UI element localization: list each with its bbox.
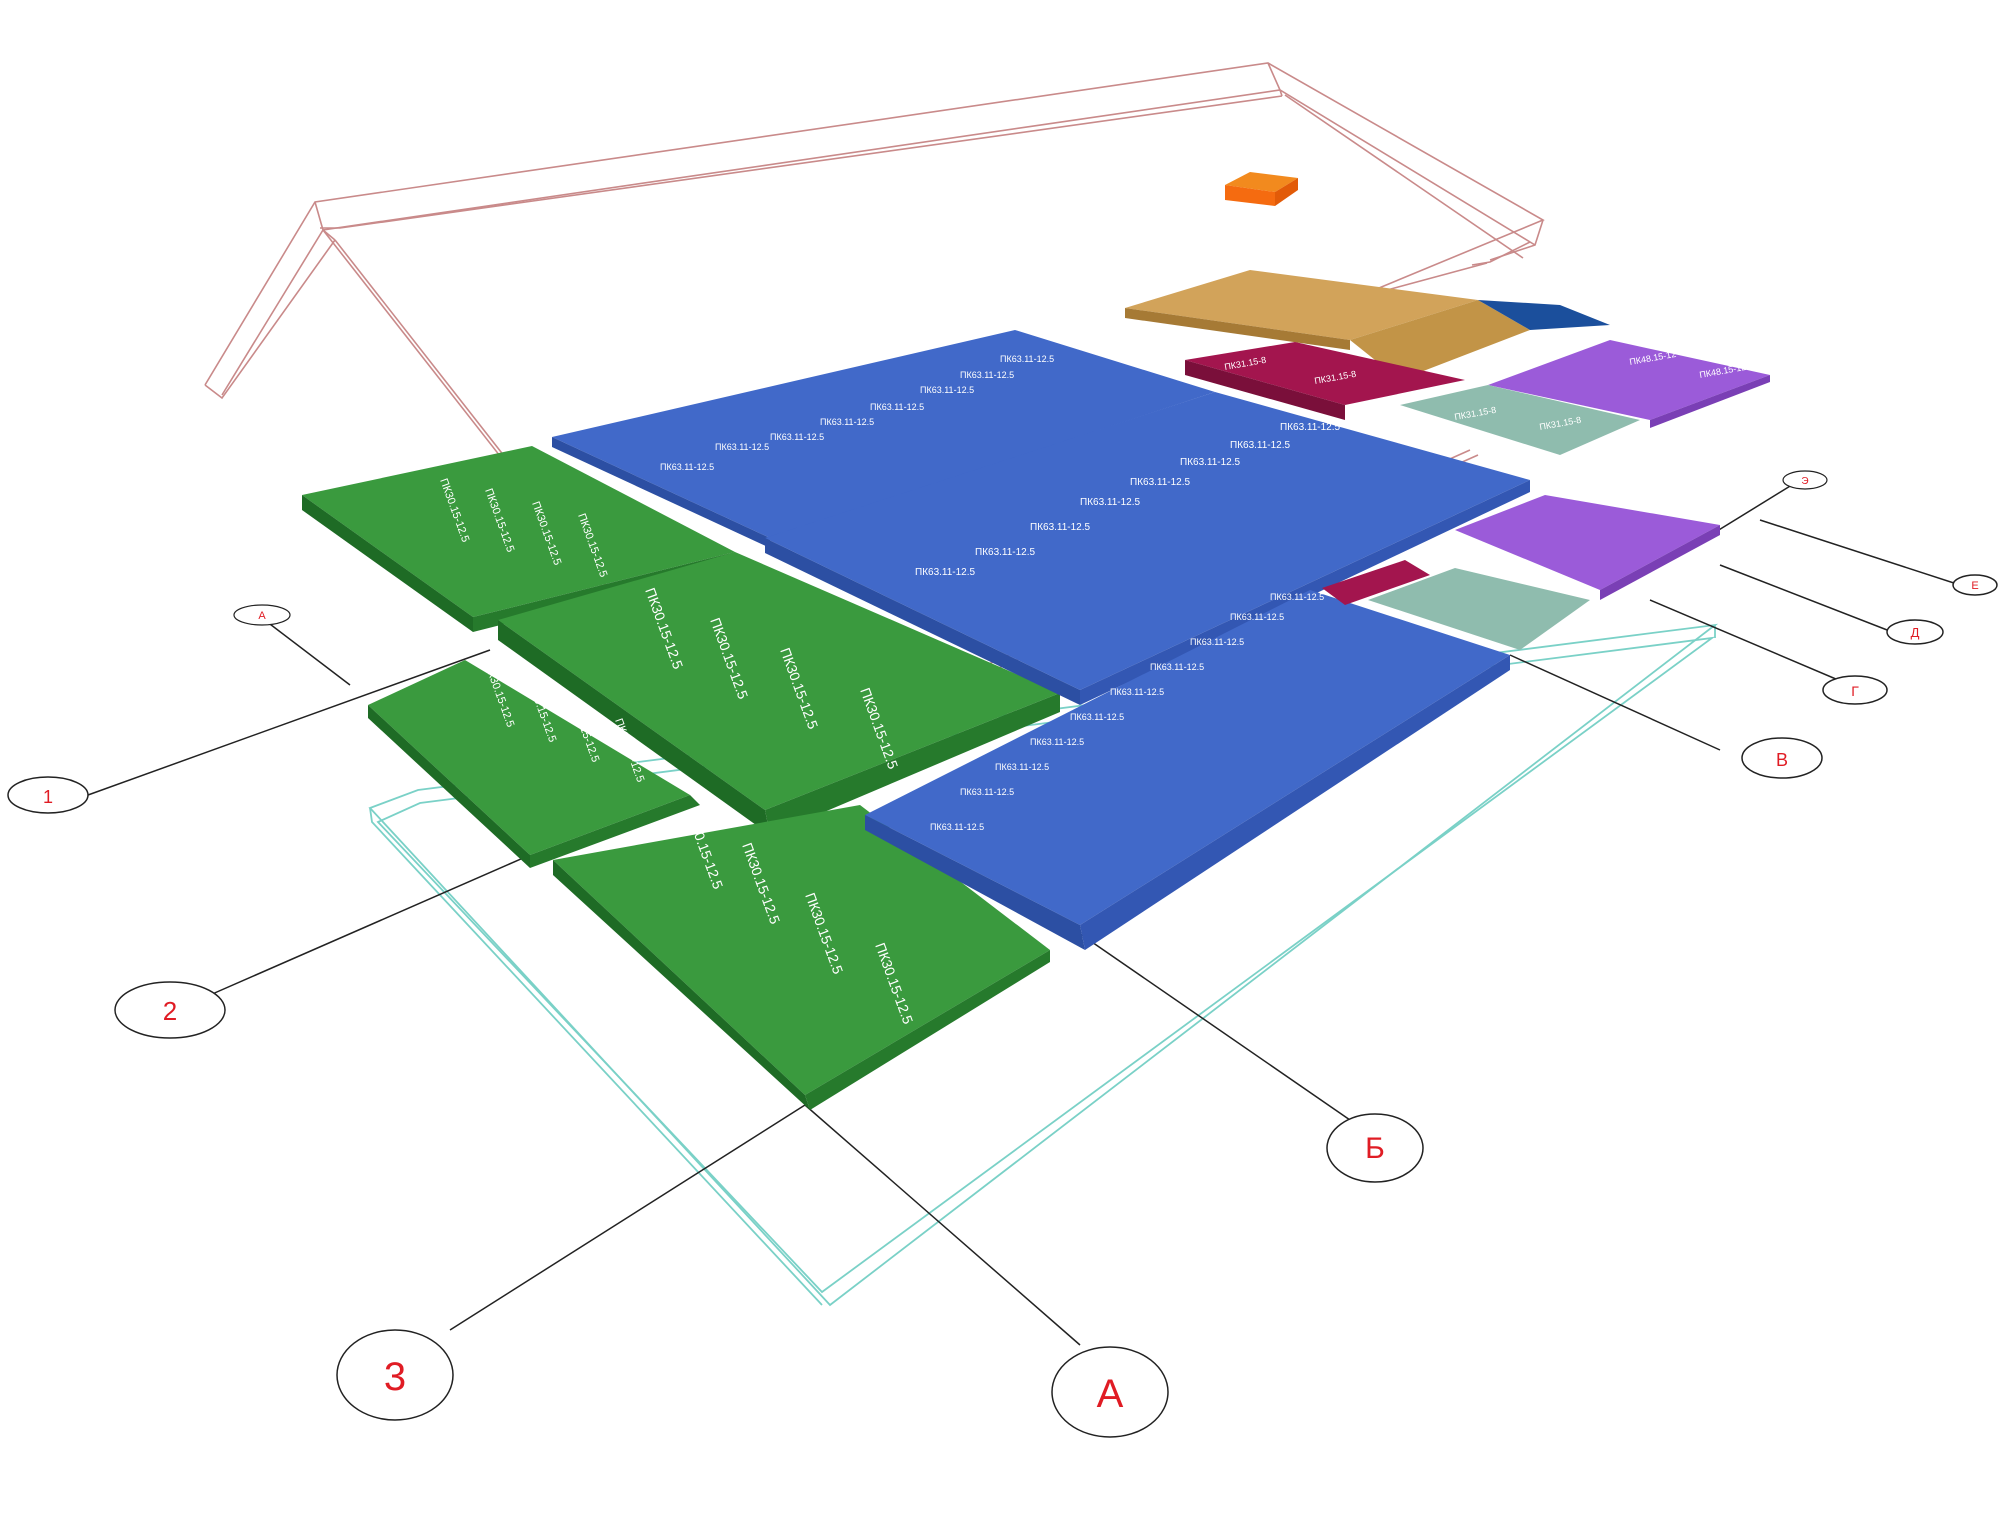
blue-slab-lower-label: ПК63.11-12.5 [1110, 687, 1164, 697]
blue-slab-mid: ПК63.11-12.5 ПК63.11-12.5 ПК63.11-12.5 П… [765, 392, 1530, 705]
svg-text:В: В [1776, 750, 1788, 770]
axis-marker-2: 2 [114, 981, 226, 1039]
blue-slab-upper-label: ПК63.11-12.5 [920, 385, 974, 395]
blue-slab-mid-label: ПК63.11-12.5 [1130, 477, 1191, 488]
svg-text:Б: Б [1365, 1132, 1385, 1165]
blue-slab-mid-label: ПК63.11-12.5 [915, 567, 976, 578]
green-slab-3: ПК30.15-12.5 ПК30.15-12.5 ПК30.15-12.5 П… [368, 660, 700, 868]
axis-marker-letter-g: Г [1822, 675, 1888, 705]
foundation-outline [368, 623, 1719, 1307]
blue-slab-upper-label: ПК63.11-12.5 [960, 370, 1014, 380]
blue-slab-lower-label: ПК63.11-12.5 [1030, 737, 1084, 747]
axis-markers: 1 2 3 А Б В Г Д [7, 470, 1998, 1438]
blue-slab-mid-label: ПК63.11-12.5 [1230, 440, 1291, 451]
svg-text:А: А [1097, 1372, 1124, 1416]
blue-slab-mid-label: ПК63.11-12.5 [1280, 422, 1341, 433]
svg-text:Е: Е [1971, 580, 1978, 592]
blue-slab-group: ПК63.11-12.5 ПК63.11-12.5 ПК63.11-12.5 П… [552, 330, 1530, 950]
axis-lines [87, 479, 1961, 1346]
blue-slab-lower-label: ПК63.11-12.5 [1190, 637, 1244, 647]
blue-slab-lower: ПК63.11-12.5 ПК63.11-12.5 ПК63.11-12.5 П… [865, 590, 1510, 950]
axis-marker-top-e: Э [1782, 470, 1828, 490]
purple-slab-lower [1455, 495, 1720, 600]
purple-slab-upper: ПК48.15-12 ПК48.15-12 [1488, 340, 1770, 428]
svg-text:3: 3 [384, 1355, 406, 1399]
svg-text:2: 2 [163, 996, 177, 1026]
axis-marker-letter-a: А [1051, 1346, 1169, 1438]
blue-slab-lower-label: ПК63.11-12.5 [960, 787, 1014, 797]
blue-slab-lower-label: ПК63.11-12.5 [1150, 662, 1204, 672]
svg-text:Э: Э [1801, 476, 1808, 487]
blue-slab-upper-label: ПК63.11-12.5 [660, 462, 714, 472]
blue-slab-lower-label: ПК63.11-12.5 [1270, 592, 1324, 602]
blue-slab-upper-label: ПК63.11-12.5 [715, 442, 769, 452]
axis-marker-letter-d: Д [1886, 619, 1944, 645]
blue-slab-upper-label: ПК63.11-12.5 [1000, 354, 1054, 364]
blue-slab-lower-label: ПК63.11-12.5 [995, 762, 1049, 772]
green-slab-group: ПК30.15-12.5 ПК30.15-12.5 ПК30.15-12.5 П… [302, 446, 1060, 1110]
blue-slab-lower-label: ПК63.11-12.5 [930, 822, 984, 832]
blue-slab-mid-label: ПК63.11-12.5 [1180, 457, 1241, 468]
upper-right-slab-cluster: ПК31.15-8 ПК31.15-8 ПК48.15-12 ПК48.15-1… [1125, 270, 1770, 455]
blue-slab-mid-label: ПК63.11-12.5 [975, 547, 1036, 558]
axis-marker-letter-e: Е [1952, 574, 1998, 596]
lower-right-slab-cluster [1322, 495, 1720, 650]
teal-slab-upper: ПК31.15-8 ПК31.15-8 [1400, 385, 1640, 455]
orange-slab [1125, 270, 1530, 380]
teal-slab-lower [1368, 568, 1590, 650]
crimson-slab-lower [1322, 560, 1430, 605]
axis-marker-top-a: А [233, 604, 291, 626]
navy-slab [1478, 300, 1610, 330]
blue-slab-upper-label: ПК63.11-12.5 [870, 402, 924, 412]
blue-slab-mid-label: ПК63.11-12.5 [1030, 522, 1091, 533]
green-slab-2: ПК30.15-12.5 ПК30.15-12.5 ПК30.15-12.5 П… [498, 552, 1060, 835]
green-slab-4: ПК30.15-12.5 ПК30.15-12.5 ПК30.15-12.5 П… [553, 805, 1050, 1110]
blue-slab-lower-label: ПК63.11-12.5 [1070, 712, 1124, 722]
svg-text:А: А [258, 610, 266, 622]
svg-text:1: 1 [43, 787, 53, 807]
chimney-box [1225, 172, 1298, 206]
axis-marker-3: 3 [336, 1329, 454, 1421]
blue-slab-lower-label: ПК63.11-12.5 [1230, 612, 1284, 622]
svg-text:Г: Г [1851, 683, 1859, 699]
blue-slab-mid-label: ПК63.11-12.5 [1080, 497, 1141, 508]
crimson-slab: ПК31.15-8 ПК31.15-8 [1185, 342, 1465, 420]
axis-marker-letter-v: В [1741, 737, 1823, 779]
axis-marker-letter-b: Б [1326, 1113, 1424, 1183]
blue-slab-upper: ПК63.11-12.5 ПК63.11-12.5 ПК63.11-12.5 П… [552, 330, 1215, 548]
blue-slab-upper-label: ПК63.11-12.5 [820, 417, 874, 427]
svg-text:Д: Д [1911, 625, 1920, 640]
axis-marker-1: 1 [7, 776, 89, 814]
blue-slab-upper-label: ПК63.11-12.5 [770, 432, 824, 442]
